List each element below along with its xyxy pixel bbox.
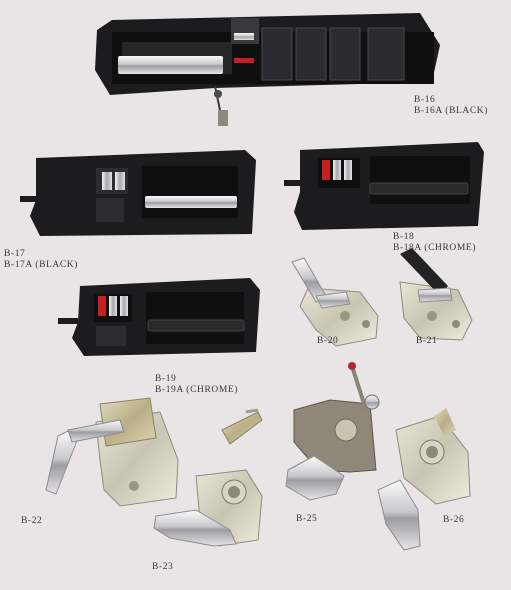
label-b16: B-16 B-16A (BLACK) [414,95,488,117]
label-b19-variant: B-19A (CHROME) [155,385,239,395]
label-b17-variant: B-17A (BLACK) [4,260,79,270]
label-b25-code: B-25 [296,514,318,524]
label-b26-code: B-26 [443,515,465,525]
label-b16-code: B-16 [414,95,436,105]
label-b19-code: B-19 [155,374,177,384]
part-b22-handle [45,397,179,507]
label-b18-variant: B-18A (CHROME) [393,243,477,253]
label-b18-code: B-18 [393,232,415,242]
part-b20-handle [291,257,379,347]
part-b25-handle [285,362,380,501]
label-b16-variant: B-16A (BLACK) [414,106,489,116]
part-b23-handle [153,408,263,547]
part-b21-handle [399,248,473,341]
label-b20-code: B-20 [317,336,339,346]
label-b26: B-26 [443,515,464,526]
label-b17-code: B-17 [4,249,26,259]
label-b22-code: B-22 [21,516,43,526]
label-b21-code: B-21 [416,336,438,346]
label-b25: B-25 [296,514,317,525]
part-b18-bezel [284,142,484,230]
label-b22: B-22 [21,516,42,527]
part-b17-bezel [20,150,256,236]
part-b26-handle [377,408,471,551]
part-b19-bezel [58,278,260,356]
label-b18: B-18 B-18A (CHROME) [393,232,476,254]
label-b20: B-20 [317,336,338,347]
part-b16-bezel [95,13,440,126]
label-b21: B-21 [416,336,437,347]
label-b23-code: B-23 [152,562,174,572]
label-b23: B-23 [152,562,173,573]
label-b19: B-19 B-19A (CHROME) [155,374,238,396]
label-b17: B-17 B-17A (BLACK) [4,249,78,271]
